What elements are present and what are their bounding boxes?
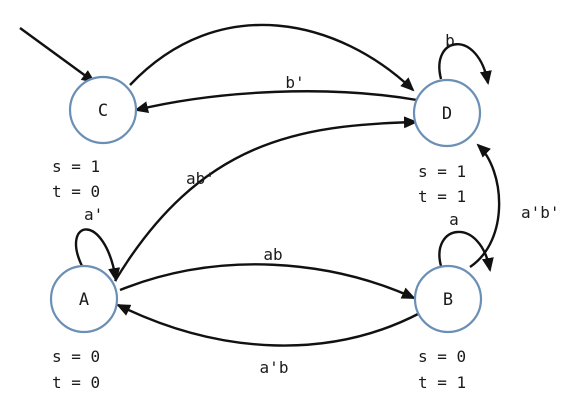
- state-a-output-s: s = 0: [52, 347, 100, 366]
- state-a-output-t: t = 0: [52, 373, 100, 392]
- edge-d-to-c-label: b': [285, 73, 304, 92]
- state-a-circle: [49, 264, 119, 334]
- state-b-circle: [413, 264, 483, 334]
- edge-b-to-d-label: a'b': [521, 203, 560, 222]
- state-d: D: [412, 78, 482, 148]
- edge-c-to-d: [129, 23, 415, 92]
- state-c: C: [68, 75, 138, 145]
- edge-a-to-b: [119, 263, 416, 300]
- state-c-output-t: t = 0: [52, 182, 100, 201]
- state-b-output-t: t = 1: [418, 373, 466, 392]
- state-c-output-s: s = 1: [52, 157, 100, 176]
- state-c-circle: [68, 75, 138, 145]
- edge-b-to-a: [116, 303, 421, 347]
- state-c-label: C: [98, 101, 108, 121]
- edge-d-self-loop: [438, 43, 492, 85]
- state-b-label: B: [443, 290, 453, 310]
- edge-a-self-loop: [75, 228, 121, 282]
- state-d-output-t: t = 1: [418, 187, 466, 206]
- state-b: B: [413, 264, 483, 334]
- state-a-label: A: [79, 290, 89, 310]
- state-b-output-s: s = 0: [418, 347, 466, 366]
- edge-a-to-d: [113, 116, 418, 282]
- edge-b-to-a-label: a'b: [260, 358, 289, 377]
- edge-a-to-d-label: ab': [186, 169, 215, 188]
- edge-d-to-c: [134, 90, 418, 114]
- edge-a-to-b-label: ab: [263, 245, 282, 264]
- edge-a-self-loop-label: a': [84, 205, 103, 224]
- edge-b-self-loop-label: a: [449, 210, 459, 229]
- edge-b-self-loop: [438, 230, 494, 272]
- edge-d-self-loop-label: b: [445, 31, 455, 50]
- edge-b-to-d: [469, 143, 501, 268]
- state-d-output-s: s = 1: [418, 162, 466, 181]
- state-d-circle: [412, 78, 482, 148]
- initial-arrow: [19, 27, 96, 84]
- state-a: A: [49, 264, 119, 334]
- state-d-label: D: [442, 104, 452, 124]
